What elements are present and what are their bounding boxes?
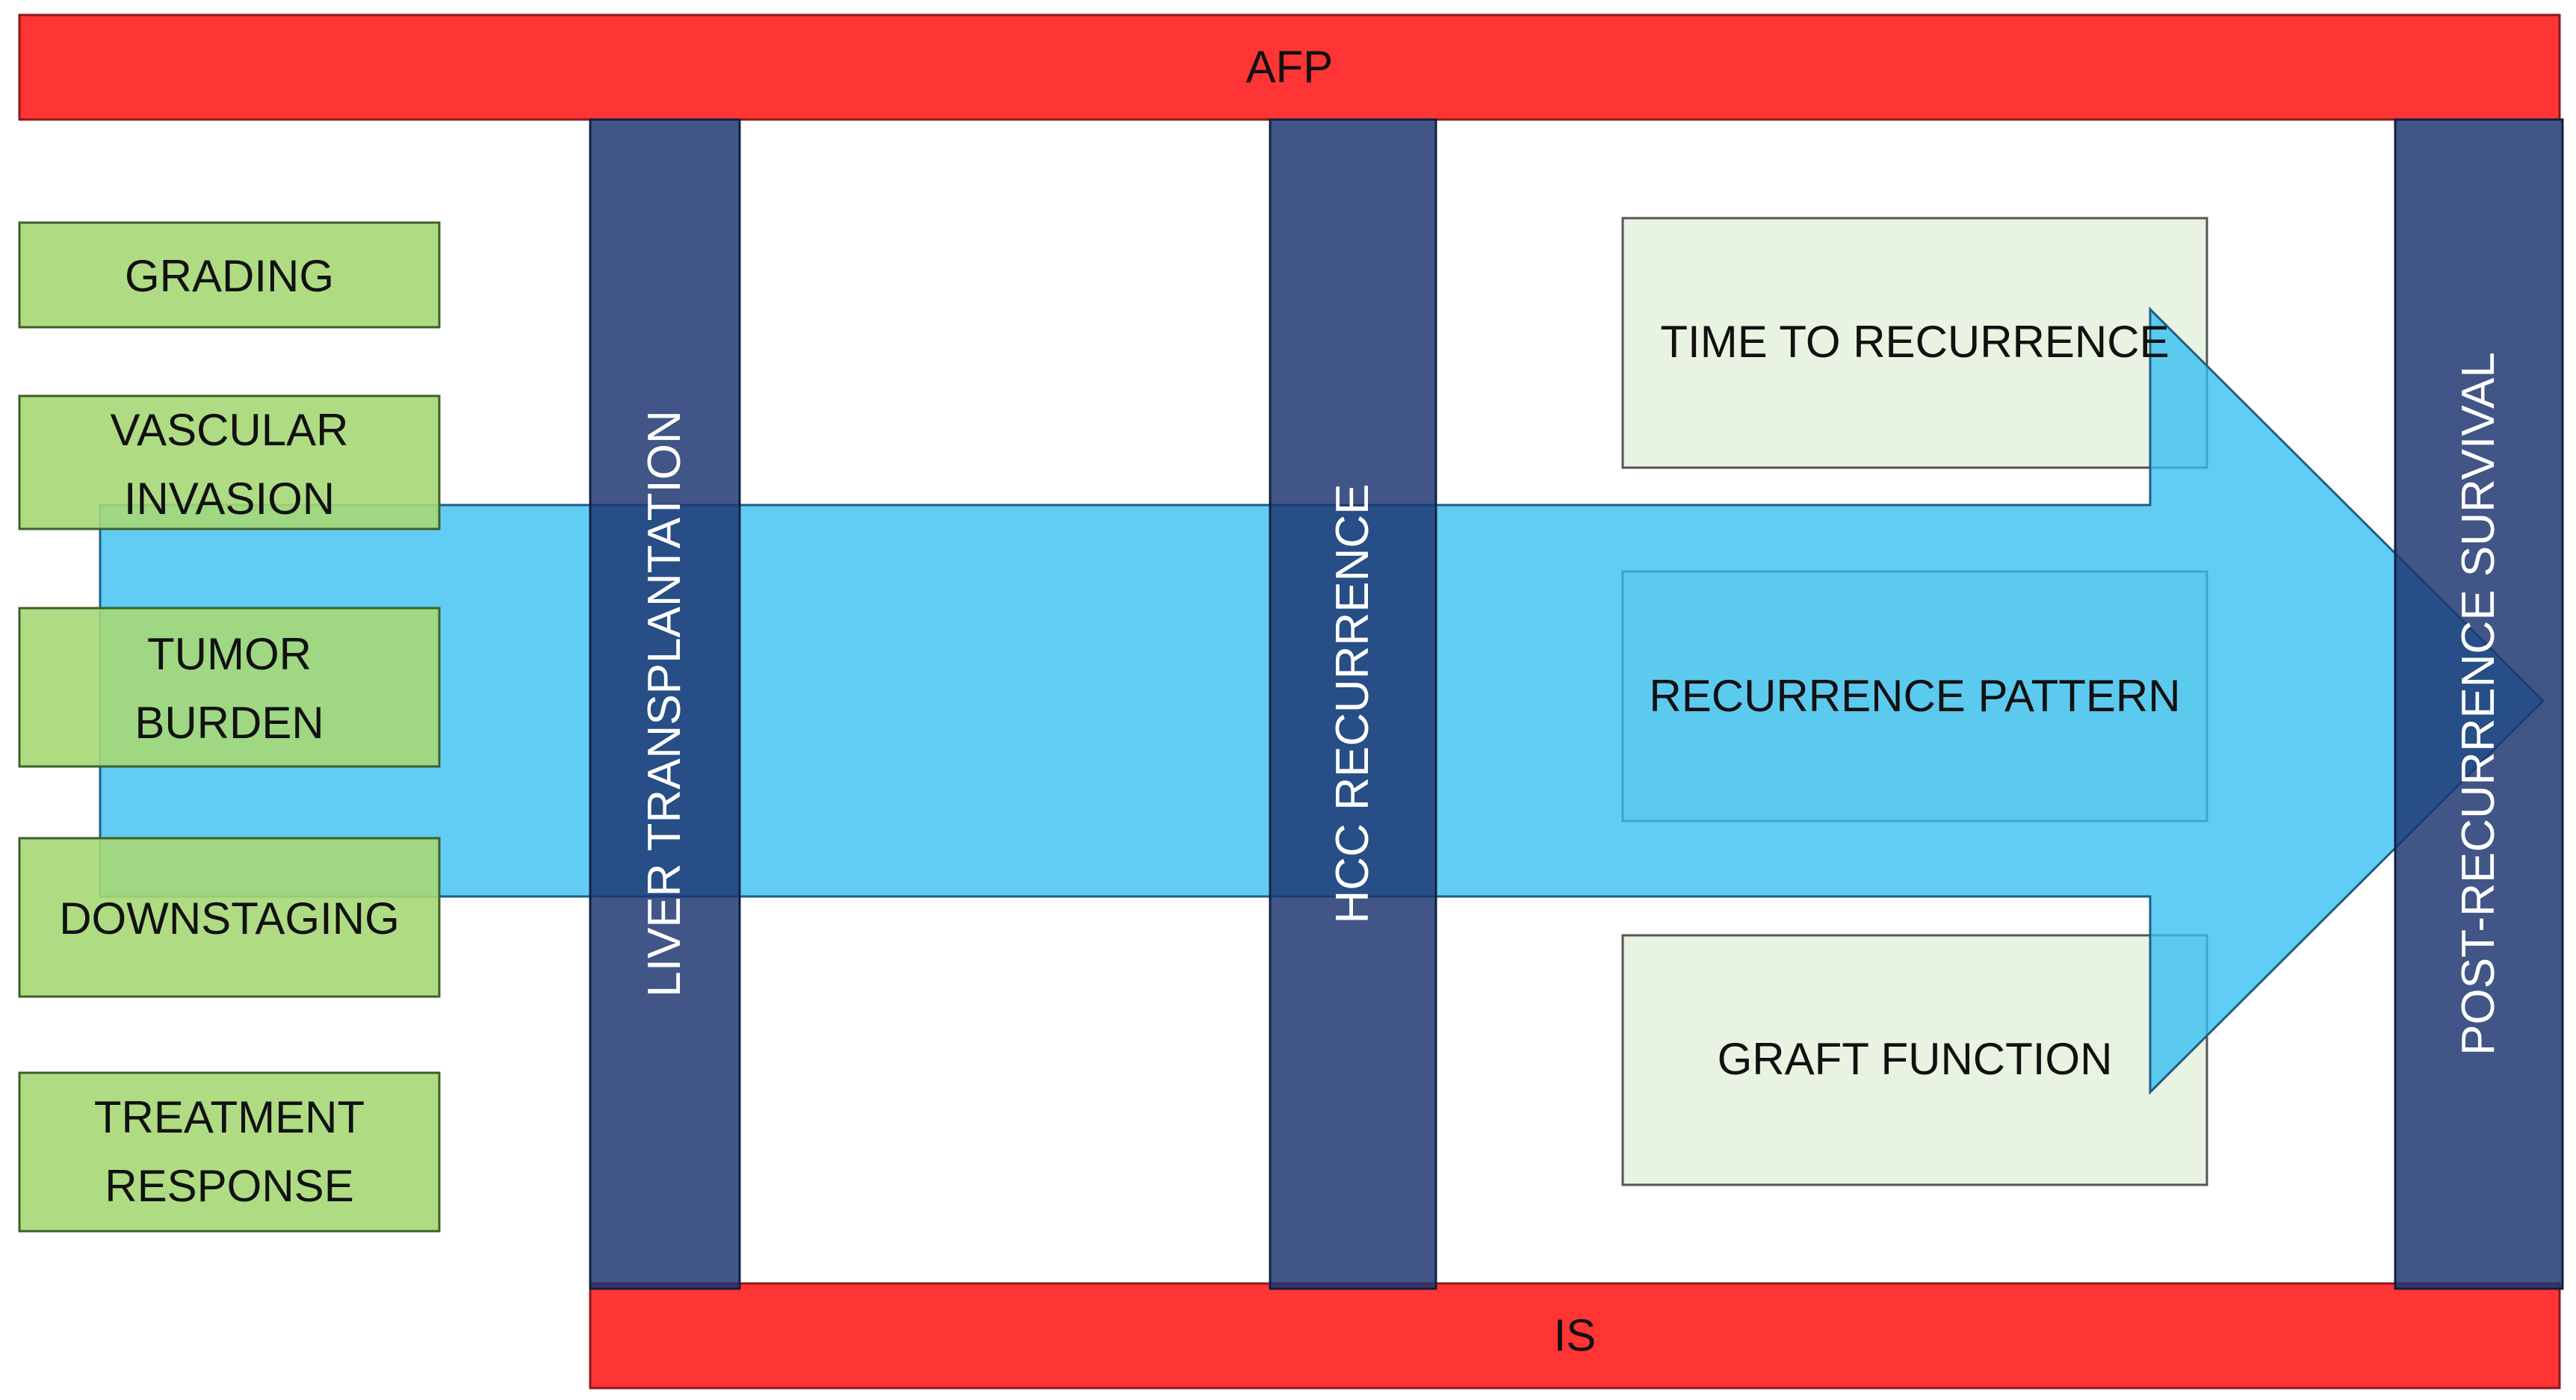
liver-transplantation-label: LIVER TRANSPLANTATION bbox=[639, 410, 690, 997]
time-to-recurrence-label: TIME TO RECURRENCE bbox=[1660, 317, 2169, 367]
hcc-recurrence-label: HCC RECURRENCE bbox=[1327, 483, 1378, 923]
time-to-recurrence-box bbox=[1621, 217, 2208, 469]
factor-label-invasion: INVASION bbox=[124, 474, 335, 524]
post-recurrence-survival-column bbox=[2394, 118, 2564, 1290]
is-label: IS bbox=[1554, 1310, 1597, 1360]
afp-label: AFP bbox=[1246, 42, 1334, 92]
hcc-recurrence-column bbox=[1269, 118, 1437, 1290]
factor-box-downstaging bbox=[18, 837, 441, 998]
recurrence-pattern-label: RECURRENCE PATTERN bbox=[1649, 671, 2180, 721]
post-recurrence-survival-label: POST-RECURRENCE SURVIVAL bbox=[2453, 352, 2504, 1056]
factor-box-grading bbox=[18, 221, 441, 329]
factor-label-treatment: TREATMENT bbox=[94, 1092, 365, 1142]
factor-box-vascular-invasion bbox=[18, 394, 441, 530]
factor-label-response: RESPONSE bbox=[105, 1161, 353, 1211]
factor-box-treatment-response bbox=[18, 1071, 441, 1233]
graft-function-box bbox=[1621, 934, 2208, 1186]
factor-label-vascular: VASCULAR bbox=[111, 405, 349, 455]
factor-label-burden: BURDEN bbox=[134, 698, 323, 748]
graft-function-label: GRAFT FUNCTION bbox=[1718, 1034, 2113, 1084]
afp-bar bbox=[18, 13, 2561, 121]
factor-box-tumor-burden bbox=[18, 607, 441, 768]
is-bar bbox=[589, 1282, 2561, 1390]
liver-transplantation-column bbox=[589, 118, 741, 1290]
factor-label-tumor: TUMOR bbox=[147, 629, 312, 679]
factor-label-downstaging: DOWNSTAGING bbox=[59, 893, 400, 944]
factor-label-grading: GRADING bbox=[125, 251, 334, 301]
